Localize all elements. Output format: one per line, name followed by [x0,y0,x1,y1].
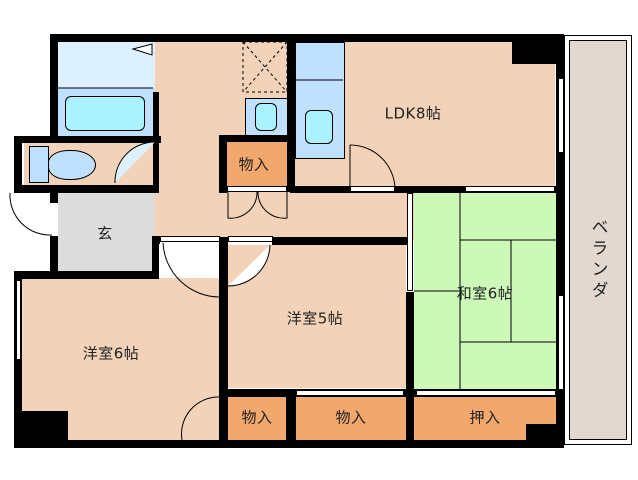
wall-ldk-bottom [290,186,564,193]
wall-storage-div1 [286,389,296,447]
door-frame-ldk [350,186,395,192]
wall-w5-jp [406,292,414,447]
wall-storage-hall-l [219,135,227,193]
wall-toilet-top [14,136,161,143]
wall-entrance-left [50,193,58,203]
wall-entrance-right [152,236,159,278]
ldk-label: LDK8帖 [384,104,442,123]
sliding-hall-jp [407,193,413,291]
wall-left-upper [50,34,58,142]
door-frame-storage-hall [227,186,287,192]
wall-w6-top [14,271,159,279]
wall-w6-w5 [219,237,228,447]
pillar-bl [20,411,68,441]
storage-hall [227,142,287,187]
veranda-label: ベランダ [587,218,608,302]
closet-jp-label: 押入 [469,408,501,427]
door-frame-w5 [228,236,273,242]
bathtub [65,96,145,131]
storage-w5-label: 物入 [335,408,367,427]
washbasin [255,103,277,131]
wall-hall-lower [152,236,160,244]
sliding-ldk-jp [465,186,555,192]
veranda [564,35,632,445]
entrance-label: 玄 [97,224,113,243]
window-jp-veranda [558,295,564,390]
door-frame-w6 [160,236,220,242]
storage-hall-label: 物入 [238,155,270,174]
japanese6-label: 和室6帖 [456,284,514,303]
wall-bath-right [153,92,159,192]
window-ldk-veranda [558,78,564,153]
western6-label: 洋室6帖 [82,344,140,363]
toilet-bowl [48,150,96,180]
wall-entrance-left2 [50,236,58,278]
sliding-jp-closet [416,390,556,396]
storage-w6-label: 物入 [241,408,273,427]
sliding-w5-storage [296,390,404,396]
wall-toilet-bottom [14,185,159,193]
entrance-floor [58,193,155,271]
wall-toilet-left [14,136,22,193]
wall-right [556,34,564,446]
storage-w5 [296,397,406,440]
storage-w6 [228,397,286,440]
wall-kitchen-l [287,34,295,192]
hall-floor [155,190,410,242]
wall-w5-top [272,237,412,245]
pillar-br [526,424,560,444]
window-w6-left [16,280,21,360]
wall-storage-hall-top [219,135,295,142]
western5-label: 洋室5帖 [286,309,344,328]
wall-top [50,34,564,42]
pillar-tr [512,40,558,64]
kitchen-sink [305,110,333,144]
